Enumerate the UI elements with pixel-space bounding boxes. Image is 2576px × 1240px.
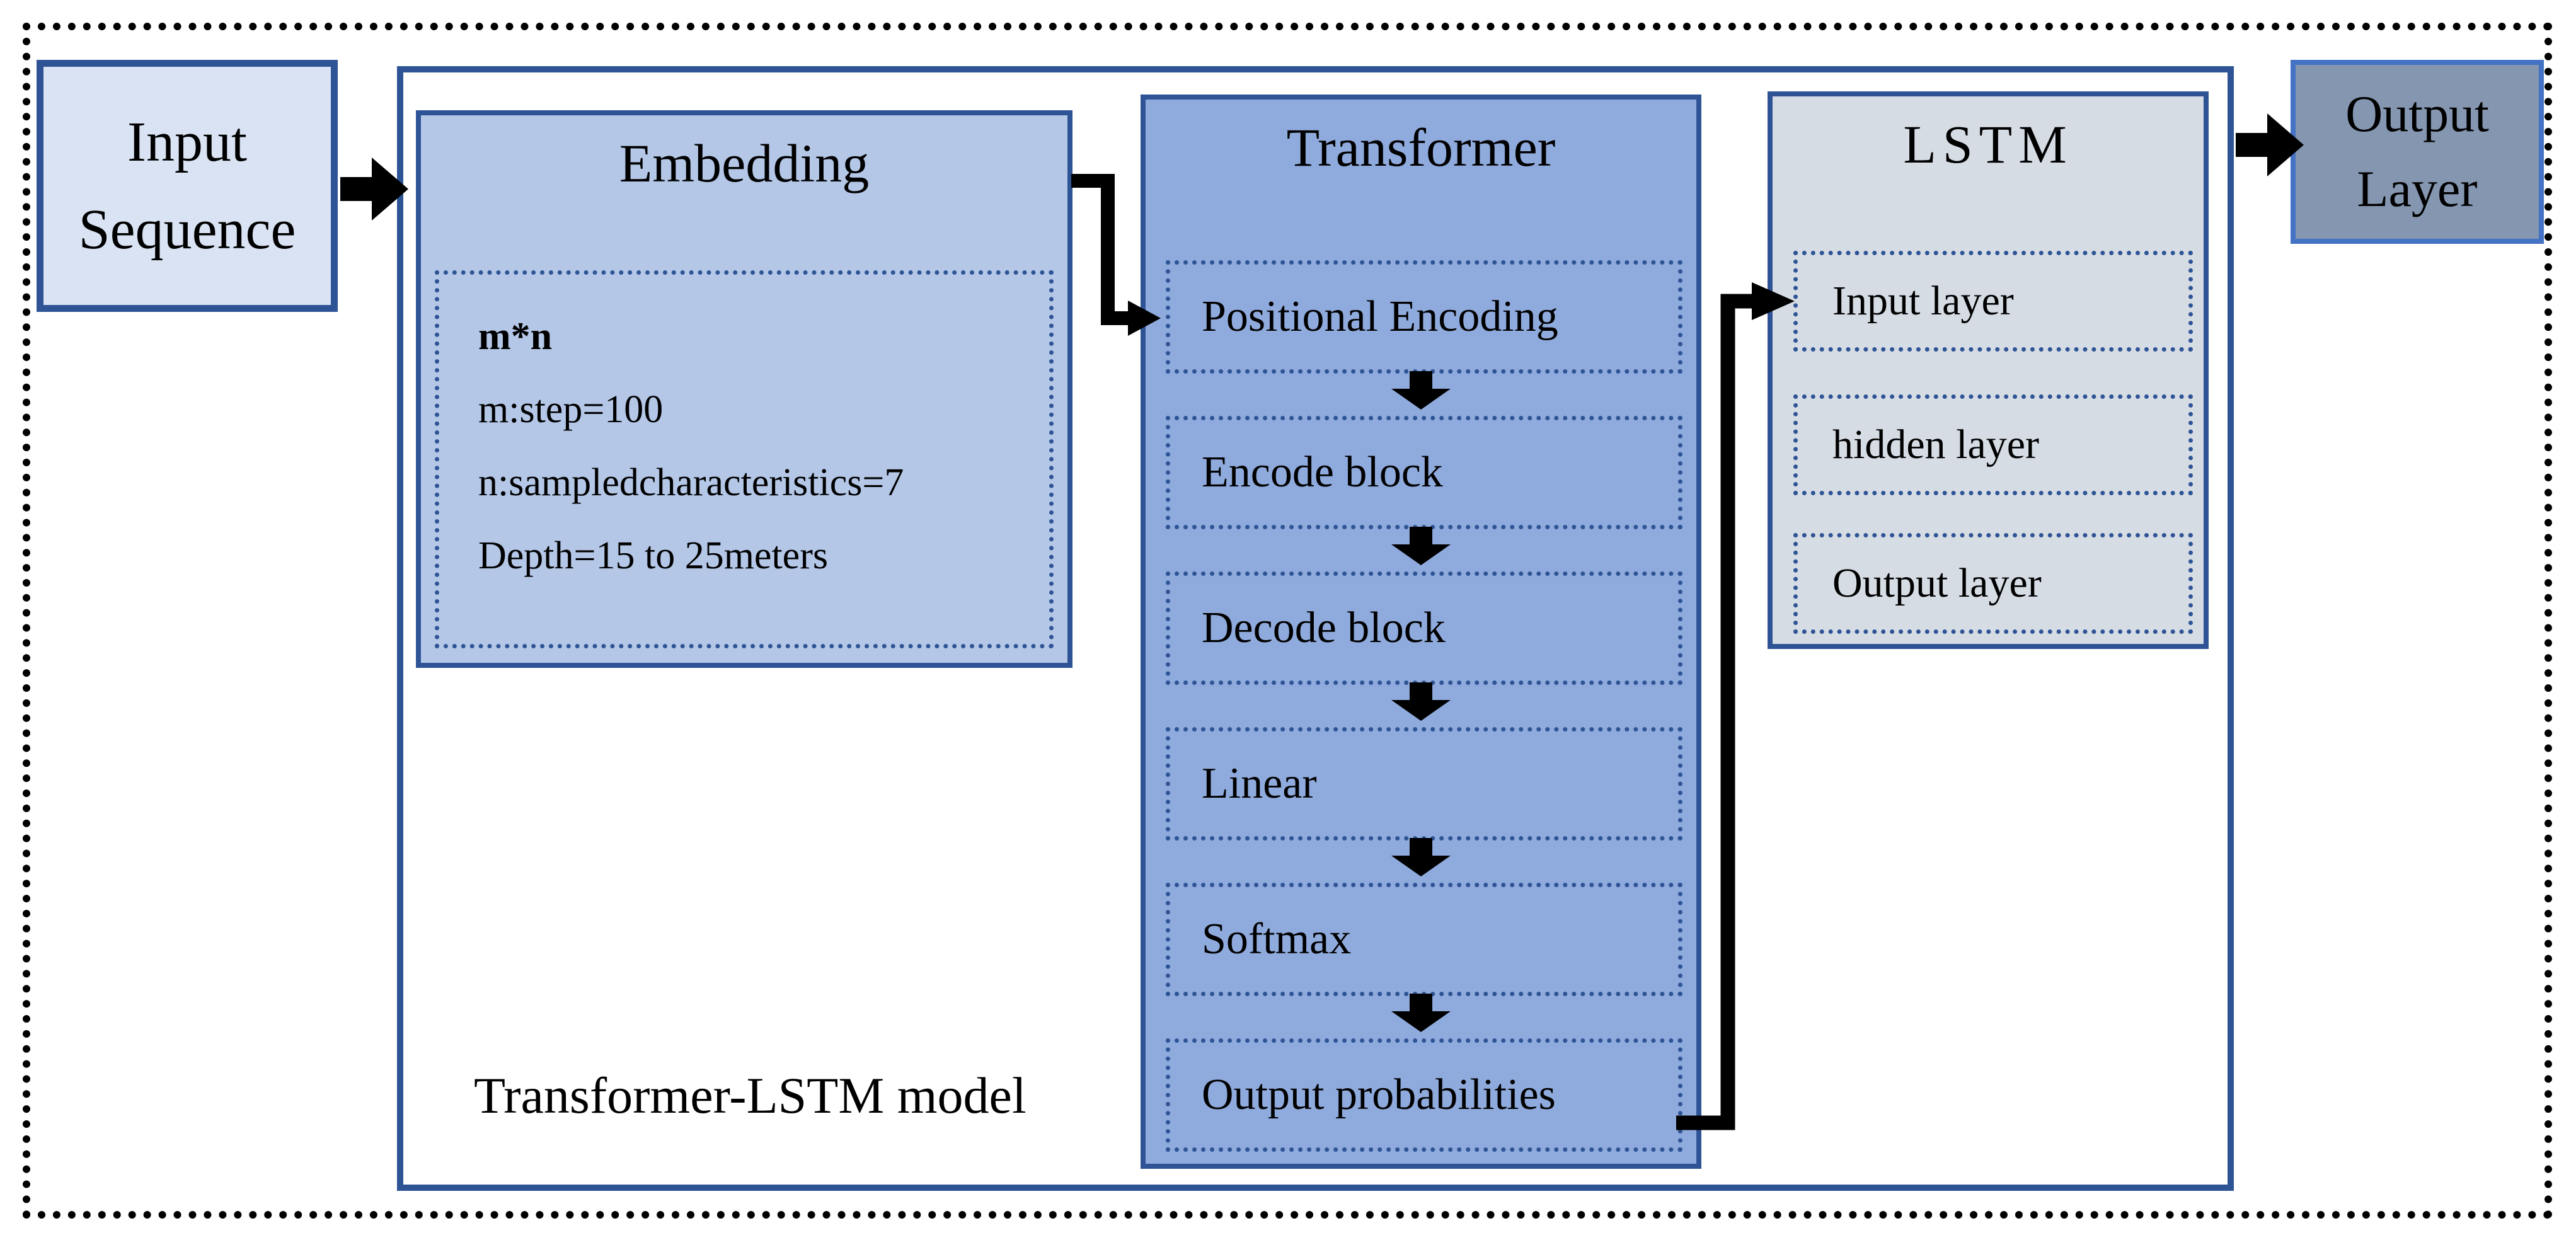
model-caption: Transformer-LSTM model	[474, 1067, 1026, 1124]
input-sequence-label: Input Sequence	[78, 110, 296, 261]
embedding-params-box: m*n m:step=100 n:sampledcharacteristics=…	[435, 270, 1054, 648]
transformer-block-linear: Linear	[1166, 727, 1682, 841]
embedding-param-mn: m*n	[478, 314, 553, 358]
transformer-block-softmax: Softmax	[1166, 883, 1682, 996]
lstm-box: LSTM Input layer hidden layer Output lay…	[1768, 91, 2209, 649]
transformer-block-output-probabilities: Output probabilities	[1166, 1038, 1682, 1152]
transformer-block-positional-encoding: Positional Encoding	[1166, 260, 1682, 374]
outer-dashed-border	[23, 23, 2552, 1219]
lstm-title: LSTM	[1903, 114, 2073, 175]
lstm-output-layer: Output layer	[1793, 533, 2193, 634]
embedding-param-depth: Depth=15 to 25meters	[478, 534, 828, 577]
transformer-box: Transformer Positional Encoding Encode b…	[1141, 95, 1701, 1169]
embedding-box: Embedding m*n m:step=100 n:sampledcharac…	[416, 110, 1072, 668]
transformer-block-decode: Decode block	[1166, 571, 1682, 685]
embedding-param-step: m:step=100	[478, 388, 664, 431]
embedding-title: Embedding	[619, 133, 870, 193]
transformer-title: Transformer	[1286, 117, 1556, 178]
output-layer-box: Output Layer	[2291, 60, 2544, 244]
output-layer-label: Output Layer	[2345, 85, 2489, 217]
lstm-input-layer: Input layer	[1793, 251, 2193, 352]
lstm-hidden-layer: hidden layer	[1793, 394, 2193, 495]
transformer-block-encode: Encode block	[1166, 416, 1682, 529]
embedding-param-characteristics: n:sampledcharacteristics=7	[478, 461, 904, 504]
input-sequence-box: Input Sequence	[37, 60, 338, 312]
